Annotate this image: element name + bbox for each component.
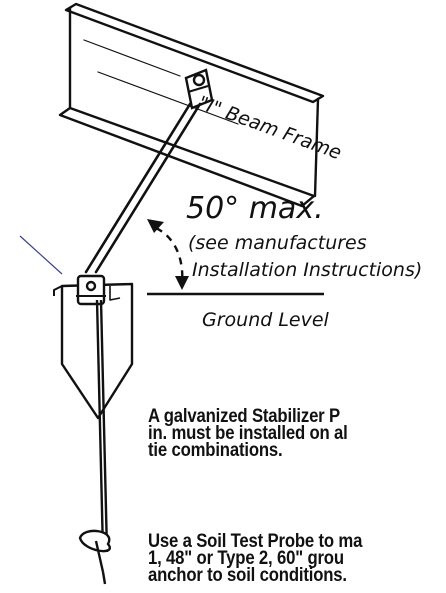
anchor-head	[76, 274, 106, 306]
stabilizer-note-line1: A galvanized Stabilizer P	[148, 406, 340, 427]
arrow-head-up	[147, 219, 164, 233]
angle-label: 50° max.	[186, 191, 324, 226]
i-beam	[58, 2, 325, 208]
beam-label: "I" Beam Frame	[195, 92, 344, 164]
soil-note-line3: anchor to soil conditions.	[148, 565, 347, 586]
anchor-shaft	[95, 299, 109, 553]
see-note-line1: (see manufactures	[188, 232, 367, 254]
see-note-line2: Installation Instructions)	[192, 259, 422, 281]
angle-arc	[155, 226, 184, 285]
stabilizer-note-line3: tie combinations.	[148, 440, 283, 461]
helix-disc	[78, 529, 112, 585]
soil-note-line2: 1, 48" or Type 2, 60" grou	[148, 548, 344, 569]
callout-line	[19, 235, 63, 275]
soil-note-line1: Use a Soil Test Probe to ma	[148, 531, 363, 552]
stabilizer-plate	[53, 282, 134, 420]
soil-probe-note: Use a Soil Test Probe to ma 1, 48" or Ty…	[148, 531, 363, 586]
ground-label: Ground Level	[202, 309, 330, 331]
strap	[84, 102, 202, 274]
beam-strap-clip	[184, 68, 214, 110]
stabilizer-note-line2: in. must be installed on al	[148, 423, 348, 444]
stabilizer-note: A galvanized Stabilizer P in. must be in…	[148, 406, 348, 461]
arrow-head-down	[175, 276, 189, 290]
